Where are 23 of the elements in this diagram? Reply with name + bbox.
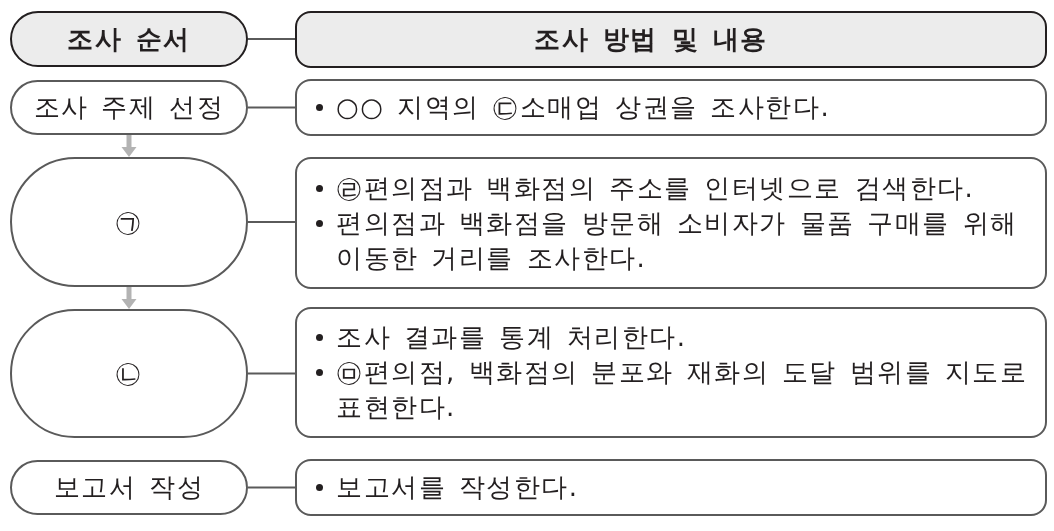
connector-line <box>247 372 296 375</box>
connector-line <box>247 221 296 223</box>
bullet-text: ㉣편의점과 백화점의 주소를 인터넷으로 검색한다. <box>336 171 975 205</box>
header-pill: 조사 순서 <box>10 11 248 67</box>
content-box <box>295 157 1047 289</box>
bullet-text: ㉤편의점, 백화점의 분포와 재화의 도달 범위를 지도로 표현한다. <box>336 356 1029 424</box>
content-box <box>295 459 1047 516</box>
arrow <box>121 287 137 309</box>
step-pill: ㉠ <box>10 157 248 287</box>
bullet-text: 조사 결과를 통계 처리한다. <box>336 321 687 354</box>
step-pill: ㉡ <box>10 309 248 438</box>
bullet-text: 편의점과 백화점을 방문해 소비자가 물품 구매를 위해 이동한 거리를 조사한다. <box>336 206 1019 275</box>
arrow <box>121 135 137 157</box>
content-box <box>295 307 1047 438</box>
content-box <box>295 79 1047 136</box>
bullet-text: ○○ 지역의 ㉢소매업 상권을 조사한다. <box>336 91 831 124</box>
connector-line <box>247 486 296 489</box>
step-pill: 조사 주제 선정 <box>10 80 248 135</box>
bullet-text: 보고서를 작성한다. <box>336 471 579 504</box>
connector-line <box>247 106 296 109</box>
step-pill: 보고서 작성 <box>10 460 248 515</box>
header-box: 조사 방법 및 내용 <box>295 11 1047 68</box>
connector-line <box>247 38 296 40</box>
